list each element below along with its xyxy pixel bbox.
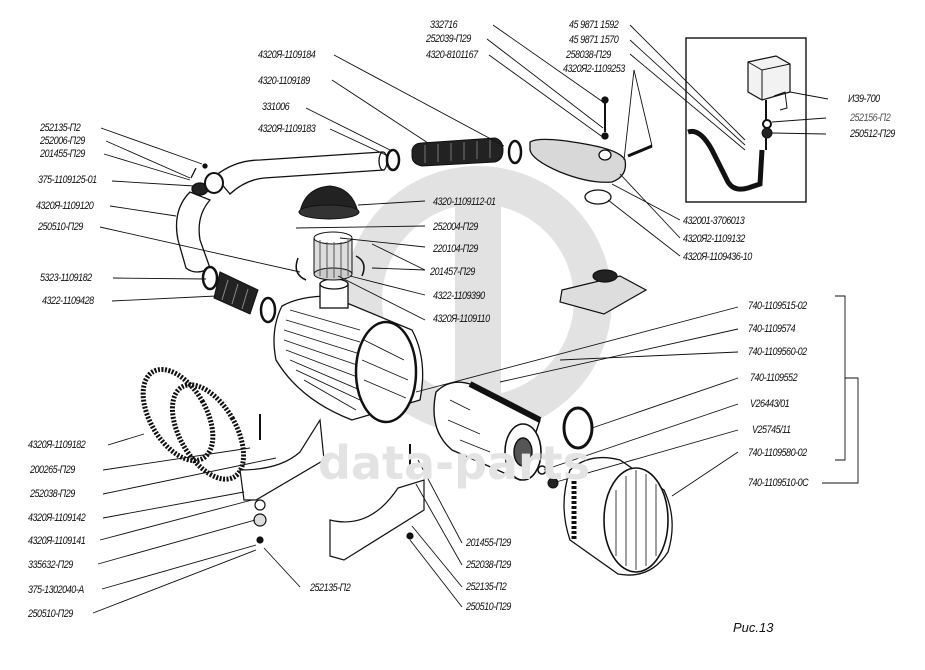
support-bracket-right bbox=[559, 269, 648, 315]
corrugated-hose-lower bbox=[201, 265, 277, 324]
part-label: 740-1109510-0С bbox=[748, 477, 809, 489]
part-label: 252039-П29 bbox=[426, 33, 471, 45]
mesh-screen bbox=[295, 231, 365, 281]
inset-frame bbox=[685, 37, 807, 203]
part-label: 375-1302040-А bbox=[28, 584, 84, 596]
part-label: 4320Я-1109184 bbox=[258, 49, 316, 61]
part-label: 252135-П2 bbox=[40, 122, 81, 134]
corrugated-hose-top bbox=[411, 137, 523, 167]
part-label: 252135-П2 bbox=[466, 581, 507, 593]
part-label: 258038-П29 bbox=[566, 49, 611, 61]
part-label: V25745/11 bbox=[752, 424, 791, 436]
part-label: 4320Я-1109183 bbox=[258, 123, 316, 135]
part-label: 250510-П29 bbox=[466, 601, 511, 613]
watermark-text: data-parts bbox=[318, 436, 591, 490]
part-label: 4320Я-1109436-10 bbox=[683, 251, 752, 263]
part-label: 4320Я-1109142 bbox=[28, 512, 86, 524]
part-label: 250510-П29 bbox=[28, 608, 73, 620]
part-label: ИЗ9-700 bbox=[848, 93, 880, 105]
part-label: 4322-1109428 bbox=[42, 295, 94, 307]
part-label: 4320Я2-1109132 bbox=[683, 233, 745, 245]
part-label: 220104-П29 bbox=[433, 243, 478, 255]
part-label: 331006 bbox=[262, 101, 290, 113]
filter-element bbox=[433, 381, 542, 481]
part-label: 252038-П29 bbox=[466, 559, 511, 571]
part-label: 201455-П29 bbox=[466, 537, 511, 549]
part-label: 252004-П29 bbox=[433, 221, 478, 233]
part-label: 740-1109515-02 bbox=[748, 300, 807, 312]
part-label: 4320Я-1109182 bbox=[28, 439, 86, 451]
intake-pipe bbox=[214, 148, 401, 195]
top-cap bbox=[298, 185, 360, 220]
part-label: 4320-1109112-01 bbox=[433, 196, 496, 208]
part-label: 4320Я2-1109253 bbox=[563, 63, 625, 75]
part-label: 740-1109560-02 bbox=[748, 346, 807, 358]
part-label: 740-1109574 bbox=[748, 323, 796, 335]
intake-head bbox=[529, 96, 653, 205]
part-label: 740-1109552 bbox=[750, 372, 798, 384]
end-cover bbox=[563, 456, 673, 576]
leader-lines bbox=[92, 24, 859, 614]
part-label: 252038-П29 bbox=[30, 488, 75, 500]
part-label: 250510-П29 bbox=[38, 221, 83, 233]
part-label: 335632-П29 bbox=[28, 559, 73, 571]
part-label: 45 9871 1570 bbox=[569, 34, 619, 46]
part-label: 332716 bbox=[430, 19, 458, 31]
inset-hose bbox=[687, 128, 765, 192]
part-label: 4322-1109390 bbox=[433, 290, 485, 302]
mount-bracket-left bbox=[239, 414, 325, 544]
mount-bracket-right bbox=[329, 444, 425, 561]
part-label: 201455-П29 bbox=[40, 148, 85, 160]
strap-clamps bbox=[140, 366, 247, 482]
part-label: 45 9871 1592 bbox=[569, 19, 619, 31]
part-label: 5323-1109182 bbox=[40, 272, 92, 284]
part-label: 201457-П29 bbox=[430, 266, 475, 278]
part-label: 432001-3706013 bbox=[683, 215, 745, 227]
part-label: 4320Я-1109110 bbox=[433, 313, 490, 325]
part-label: 4320Я-1109120 bbox=[36, 200, 94, 212]
part-label: 200265-П29 bbox=[30, 464, 75, 476]
figure-caption: Рис.13 bbox=[733, 620, 774, 635]
part-label: 740-1109580-02 bbox=[748, 447, 807, 459]
part-label: 250512-П29 bbox=[850, 128, 895, 140]
part-label: 252135-П2 bbox=[310, 582, 351, 594]
part-label: 4320-1109189 bbox=[258, 75, 310, 87]
elbow-hose bbox=[175, 163, 224, 273]
part-label: V26443/01 bbox=[750, 398, 790, 410]
part-label: 252006-П29 bbox=[40, 135, 85, 147]
part-label: 252156-П2 bbox=[850, 112, 891, 124]
part-label: 4320-8101167 bbox=[426, 49, 478, 61]
part-label: 4320Я-1109141 bbox=[28, 535, 86, 547]
part-label: 375-1109125-01 bbox=[38, 174, 97, 186]
inset-relay-box bbox=[747, 55, 791, 111]
air-cleaner-housing bbox=[273, 278, 424, 424]
